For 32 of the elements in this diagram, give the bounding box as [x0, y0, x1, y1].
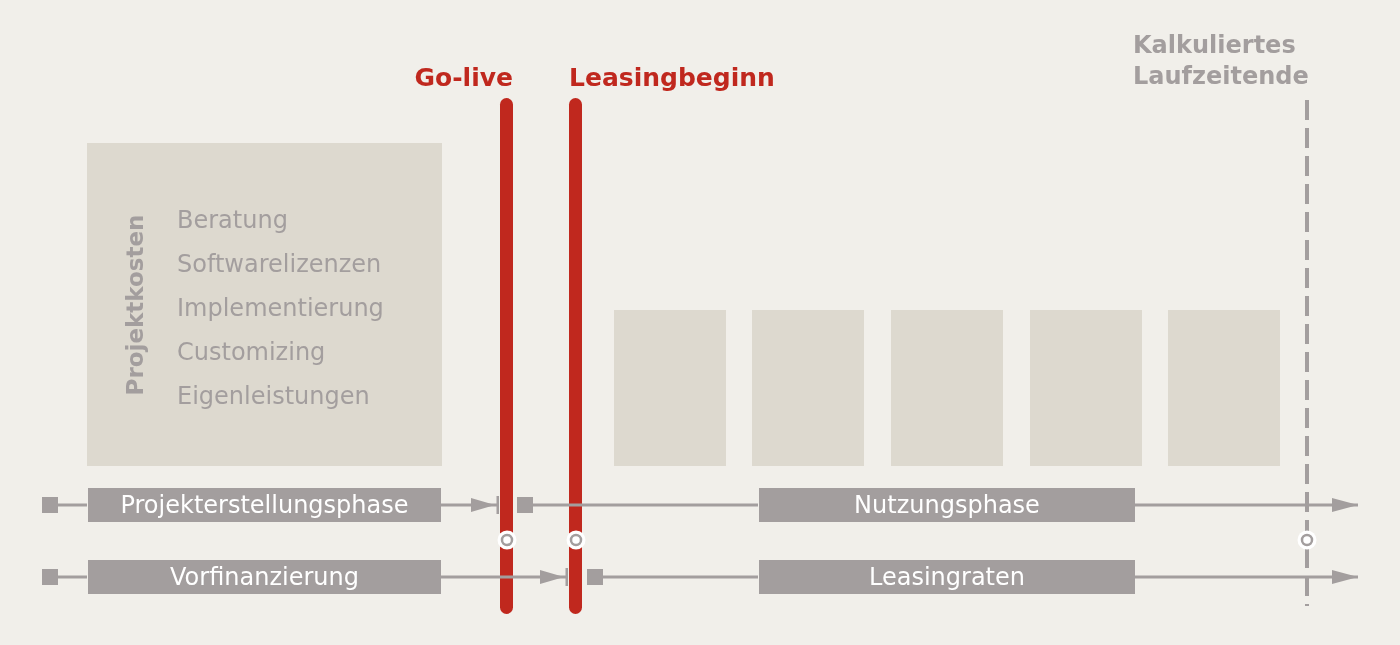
cost-item: Eigenleistungen: [177, 381, 370, 411]
blank-panel: [1030, 310, 1142, 466]
blank-panel: [891, 310, 1003, 466]
arrow: [1135, 498, 1358, 512]
cost-panel: [87, 143, 442, 466]
cost-item: Customizing: [177, 337, 326, 367]
phase-label: Vorfinanzierung: [170, 562, 359, 593]
square-marker-icon: [517, 497, 533, 513]
connector-line: [603, 575, 758, 579]
milestone-label: Kalkuliertes Laufzeitende: [1133, 30, 1310, 92]
phase-label: Leasingraten: [869, 562, 1025, 593]
panel-heading: Projektkosten: [121, 214, 149, 395]
phase-bar: [88, 488, 441, 522]
phase-bar: [759, 560, 1135, 594]
milestone-label: Go-live: [414, 63, 513, 93]
square-marker-icon: [587, 569, 603, 585]
phase-label: Nutzungsphase: [854, 490, 1040, 521]
phase-label: Projekterstellungsphase: [120, 490, 409, 521]
cost-item: Implementierung: [177, 293, 384, 323]
cost-item: Softwarelizenzen: [177, 249, 382, 279]
square-marker-icon: [42, 497, 58, 513]
milestone-label: Leasingbeginn: [569, 63, 775, 93]
arrow: [1135, 570, 1358, 584]
connector-line: [58, 575, 87, 579]
blank-panel: [752, 310, 864, 466]
connector-line: [533, 503, 758, 507]
blank-panel: [614, 310, 726, 466]
phase-bar: [759, 488, 1135, 522]
cost-item: Beratung: [177, 205, 288, 235]
square-marker-icon: [42, 569, 58, 585]
phase-bar: [88, 560, 441, 594]
connector-line: [58, 503, 87, 507]
